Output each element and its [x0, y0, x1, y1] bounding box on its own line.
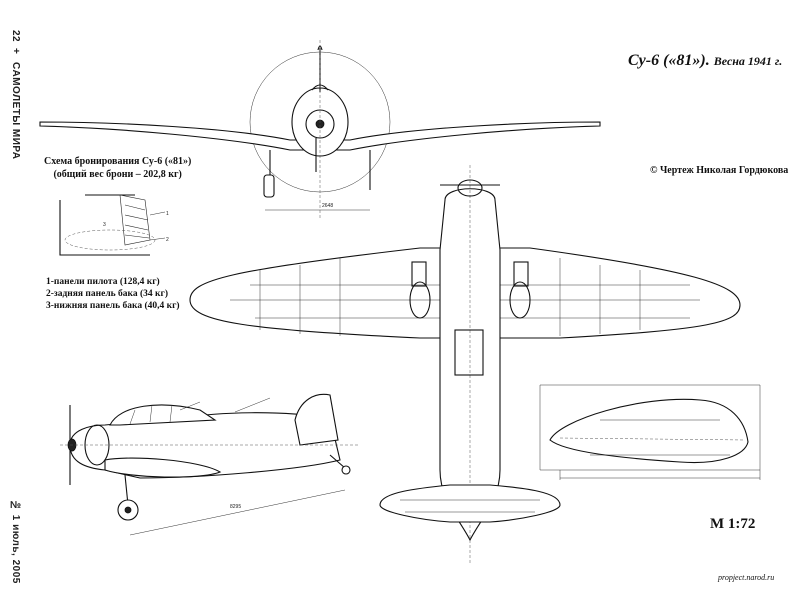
author-credit: © Чертеж Николая Гордюкова [650, 165, 789, 176]
cockpit-hatch [454, 329, 484, 376]
horizontal-stabilizer [379, 484, 561, 523]
watermark-url: propject.narod.ru [718, 573, 775, 582]
plan-view [189, 165, 741, 565]
armor-schema-title: Схема бронирования Су-6 («81») [44, 156, 192, 167]
front-landing-gear [263, 150, 371, 198]
profile-dimension [559, 470, 761, 480]
side-wing [104, 457, 222, 478]
tail-wheel [341, 465, 351, 475]
length-dimension: 8295 [230, 504, 241, 510]
wing-ribs [259, 258, 641, 336]
armor-legend: 1-панели пилота (128,4 кг) 2-задняя пане… [46, 276, 180, 312]
length-dimension-line [129, 489, 346, 536]
callout-1: 1 [166, 211, 169, 217]
front-wing [39, 121, 601, 151]
title-main: Су-6 («81»). [628, 52, 710, 69]
plus-mark: + [10, 48, 21, 55]
armor-schema-weight: (общий вес брони – 202,8 кг) [53, 169, 182, 180]
profile-dimension-box [539, 384, 761, 471]
wing-profile [539, 384, 761, 480]
callout-line-2 [149, 237, 166, 241]
legend-item-1: 1-панели пилота (128,4 кг) [46, 277, 160, 287]
side-fin [294, 393, 339, 446]
side-view: 8295 [60, 393, 360, 536]
armor-schema-drawing: 1 2 3 [59, 194, 169, 256]
scale-label: M 1:72 [710, 516, 756, 532]
armor-frame [59, 200, 150, 256]
profile-stations [590, 419, 730, 456]
armor-schema-heading: Схема бронирования Су-6 («81») (общий ве… [44, 155, 191, 181]
tank-outline [64, 229, 156, 251]
spinner [457, 179, 483, 197]
tail-wheel-strut [329, 454, 346, 469]
side-canopy [109, 404, 217, 426]
page-number: 22 [10, 30, 21, 43]
front-view: 2648 [39, 40, 601, 220]
armor-hatching [124, 204, 150, 239]
legend-item-2: 2-задняя панель бака (34 кг) [46, 289, 169, 299]
drawing-title: Су-6 («81»). Весна 1941 г. [628, 52, 782, 70]
title-date: Весна 1941 г. [713, 54, 783, 68]
gear-bays [409, 261, 531, 319]
side-wheel-hub [124, 506, 132, 514]
magazine-name: САМОЛЕТЫ МИРА [10, 62, 21, 160]
antenna-mast [179, 397, 271, 413]
issue-info: № 1 июль, 2005 [10, 500, 21, 584]
profile-chord [559, 437, 746, 441]
callout-2: 2 [166, 237, 169, 243]
elevator-lines [400, 499, 540, 513]
canopy-frames [129, 404, 173, 425]
callout-line-1 [149, 211, 166, 216]
callout-3: 3 [103, 222, 106, 228]
profile-outline [549, 398, 749, 464]
legend-item-3: 3-нижняя панель бака (40,4 кг) [46, 301, 180, 311]
track-dimension: 2648 [322, 203, 333, 209]
